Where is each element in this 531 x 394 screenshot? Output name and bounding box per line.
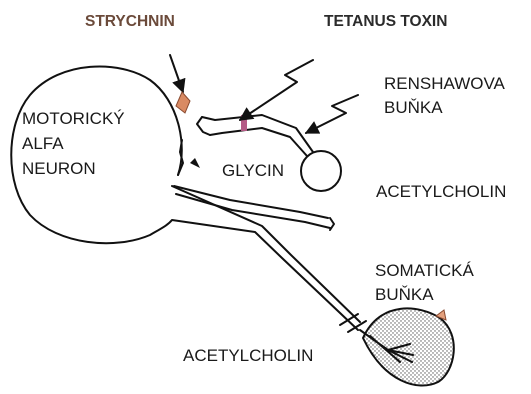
renshaw-axon-terminal [197, 117, 210, 135]
strychnin-label: STRYCHNIN [85, 13, 175, 30]
tetanus-toxin-label: TETANUS TOXIN [324, 13, 447, 30]
collateral-terminal [330, 218, 334, 230]
somatic-label-line2: BUŇKA [375, 285, 434, 304]
acetylcholin-bottom-label: ACETYLCHOLIN [183, 346, 313, 365]
renshaw-label-line2: BUŇKA [384, 98, 443, 117]
glycin-release-mark [190, 158, 200, 168]
renshaw-cell-body [301, 151, 341, 191]
strychnin-arrow [170, 55, 183, 92]
neuron-label-line1: MOTORICKÝ [22, 109, 125, 128]
strychnin-marker [176, 92, 190, 113]
somatic-cell [363, 308, 454, 385]
glycin-label: GLYCIN [222, 161, 284, 180]
acetylcholin-right-label: ACETYLCHOLIN [376, 182, 506, 201]
tetanus-bolt-1 [240, 60, 313, 120]
neuron-label-line2: ALFA [22, 134, 64, 153]
neuron-label-line3: NEURON [22, 159, 96, 178]
renshaw-axon-lower [210, 128, 307, 156]
renshaw-label-line1: RENSHAWOVA [384, 74, 506, 93]
tetanus-bolt-2 [306, 95, 358, 133]
somatic-label-line1: SOMATICKÁ [375, 261, 475, 280]
